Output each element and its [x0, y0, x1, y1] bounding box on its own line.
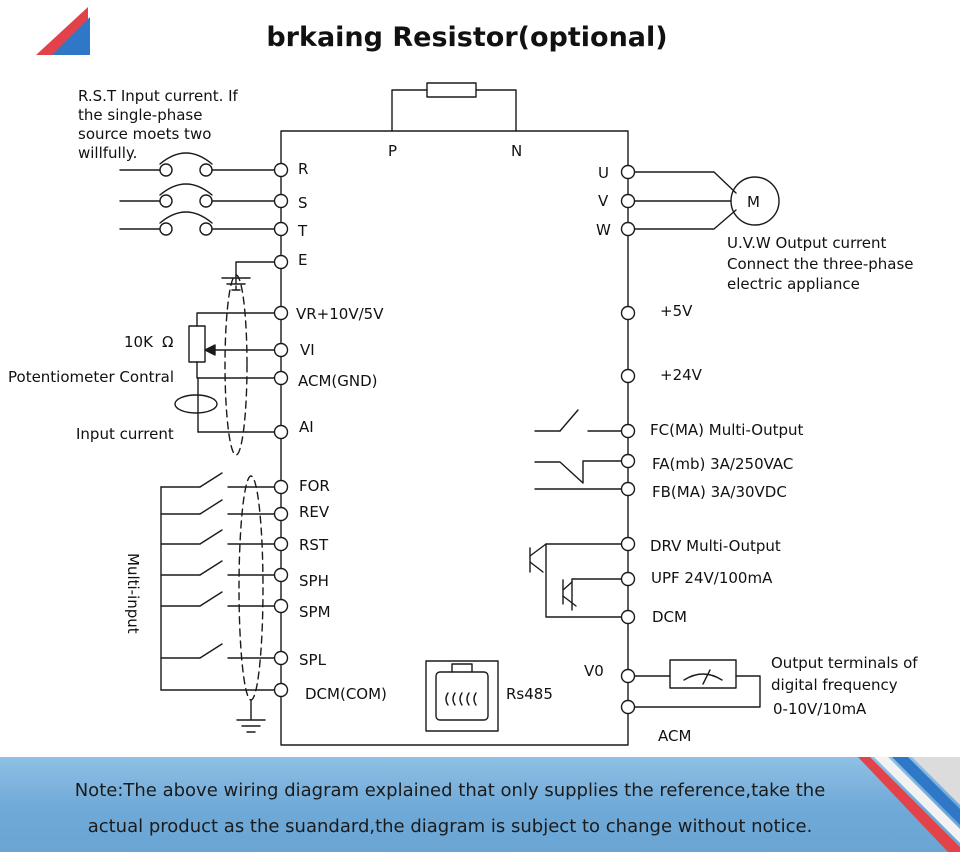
terminal-for: FOR	[299, 477, 330, 495]
terminal-dcm-com: DCM(COM)	[305, 685, 387, 703]
terminal-fb: FB(MA) 3A/30VDC	[652, 483, 787, 501]
current-source-icon	[174, 394, 218, 414]
decorative-stripes-icon	[858, 757, 960, 852]
terminal-rev: REV	[299, 503, 330, 521]
frequency-meter-icon	[669, 659, 737, 689]
braking-resistor-wire	[391, 89, 428, 132]
rst-note-line-1: R.S.T Input current. If	[78, 87, 239, 105]
diagram-title: brkaing Resistor(optional)	[266, 22, 668, 53]
freq-note-line-2: digital frequency	[771, 676, 898, 694]
rst-note-line-4: willfully.	[78, 144, 137, 162]
input-current-label: Input current	[76, 425, 174, 443]
terminal-t: T	[297, 222, 308, 240]
terminal-v0: V0	[584, 662, 604, 680]
terminal-p: P	[388, 142, 397, 160]
potentiometer-label: Potentiometer Contral	[8, 368, 174, 386]
wiring-diagram: R.S.T Input current. If the single-phase…	[8, 82, 918, 746]
terminal-fa: FA(mb) 3A/250VAC	[652, 455, 793, 473]
terminal-5v: +5V	[660, 302, 693, 320]
freq-note-line-3: 0-10V/10mA	[773, 700, 867, 718]
braking-resistor-icon	[426, 82, 477, 98]
note-line-1: Note:The above wiring diagram explained …	[74, 780, 826, 801]
motor-label: M	[747, 193, 760, 211]
terminal-vi: VI	[300, 341, 315, 359]
terminal-u: U	[598, 164, 609, 182]
terminal-fc: FC(MA) Multi-Output	[650, 421, 803, 439]
terminal-sph: SPH	[299, 572, 329, 590]
terminal-drv: DRV Multi-Output	[650, 537, 781, 555]
shielded-cable-icon	[224, 274, 248, 456]
terminal-ai: AI	[299, 418, 314, 436]
rs485-port-icon	[425, 660, 499, 732]
terminal-24v: +24V	[660, 366, 703, 384]
multi-input-label: Multi-input	[124, 553, 142, 634]
note-banner: Note:The above wiring diagram explained …	[0, 757, 960, 852]
terminal-dcm: DCM	[652, 608, 687, 626]
terminal-e: E	[298, 251, 307, 269]
uvw-note-line-1: U.V.W Output current	[727, 234, 887, 252]
uvw-note-line-3: electric appliance	[727, 275, 860, 293]
terminal-spm: SPM	[299, 603, 331, 621]
motor-icon	[730, 176, 780, 226]
rst-note: R.S.T Input current. If the single-phase…	[78, 87, 239, 162]
inverter-box	[280, 130, 629, 746]
terminal-acm: ACM	[658, 727, 691, 745]
terminal-rst: RST	[299, 536, 329, 554]
input-switches-icon	[160, 472, 275, 659]
breaker-switch-icon	[159, 152, 213, 236]
terminal-n: N	[511, 142, 522, 160]
note-line-2: actual product as the suandard,the diagr…	[87, 816, 813, 837]
terminal-s: S	[298, 194, 308, 212]
potentiometer-icon	[188, 325, 206, 363]
terminal-upf: UPF 24V/100mA	[651, 569, 773, 587]
rs485-label: Rs485	[506, 685, 553, 703]
uvw-note-line-2: Connect the three-phase	[727, 255, 914, 273]
freq-note-line-1: Output terminals of	[771, 654, 918, 672]
terminal-spl: SPL	[299, 651, 327, 669]
ground-icon-2	[236, 719, 266, 733]
terminal-acm-gnd: ACM(GND)	[298, 372, 378, 390]
terminal-r: R	[298, 160, 308, 178]
terminal-vr: VR+10V/5V	[296, 305, 384, 323]
resistor-value-label: 10K	[124, 333, 154, 351]
disclaimer-note: Note:The above wiring diagram explained …	[0, 773, 900, 845]
rst-note-line-2: the single-phase	[78, 106, 202, 124]
ohm-symbol: Ω	[162, 333, 173, 351]
rst-note-line-3: source moets two	[78, 125, 211, 143]
terminal-w: W	[596, 221, 611, 239]
brand-logo-icon	[36, 7, 90, 55]
terminal-v: V	[598, 192, 609, 210]
